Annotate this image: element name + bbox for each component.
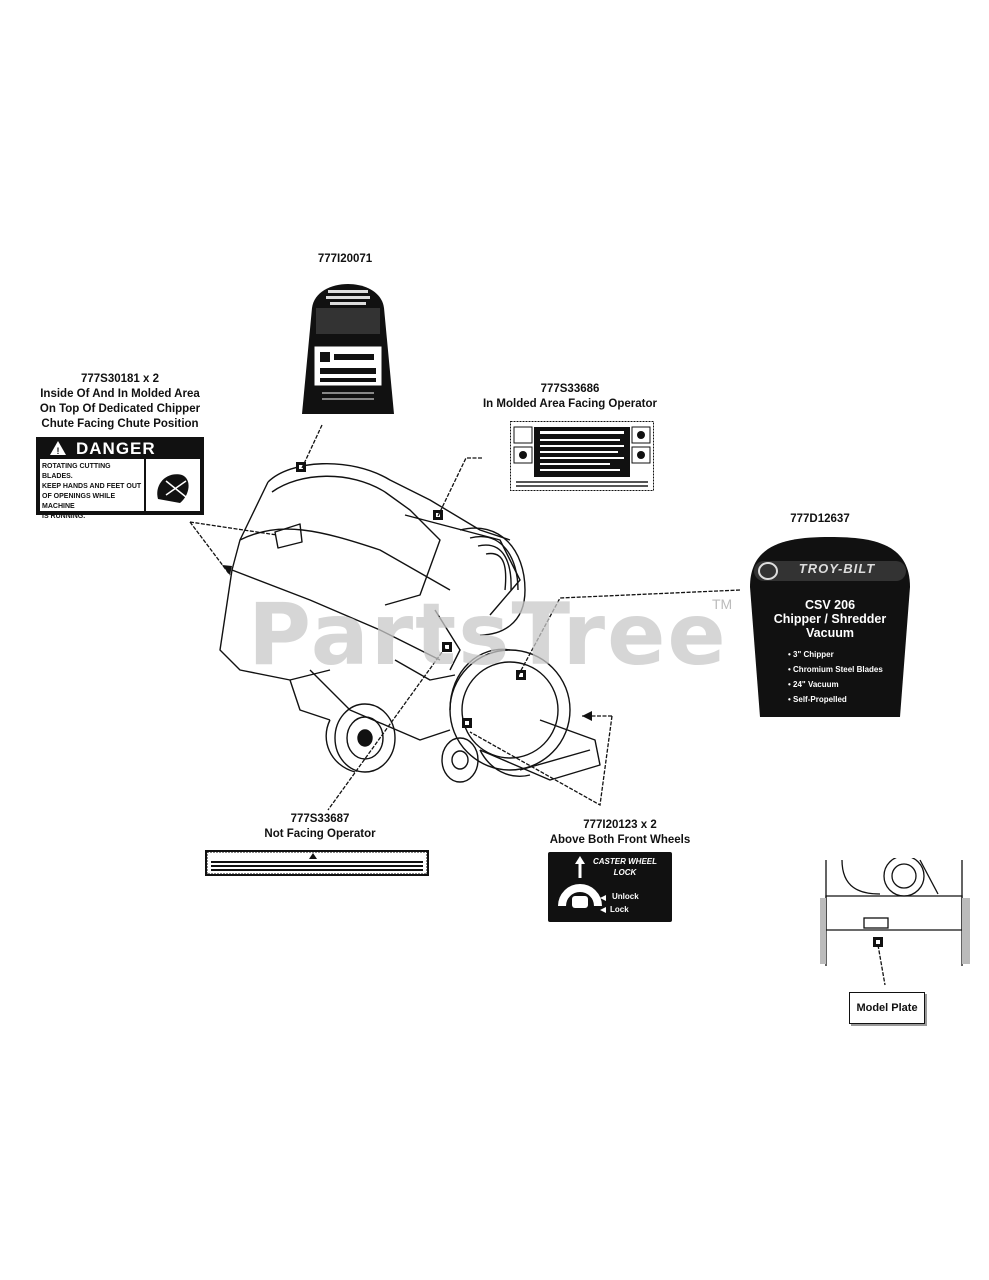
feature-item: • 3" Chipper — [788, 650, 834, 659]
danger-line: OF OPENINGS WHILE MACHINE — [42, 493, 116, 510]
decal-danger: ! — [36, 437, 204, 515]
svg-text:!: ! — [57, 446, 60, 456]
danger-text: ROTATING CUTTING BLADES. KEEP HANDS AND … — [42, 462, 142, 522]
troybilt-brand: TROY-BILT — [798, 561, 876, 576]
part-number: 777I20071 — [317, 253, 373, 265]
decal-777D12637 — [750, 537, 910, 717]
location-line: Above Both Front Wheels — [549, 834, 691, 846]
label-777S30181: 777S30181 x 2 Inside Of And In Molded Ar… — [20, 372, 220, 432]
location-line: Not Facing Operator — [264, 828, 376, 840]
feature-item: • Chromium Steel Blades — [788, 665, 883, 674]
caster-title-line: CASTER WHEEL — [593, 857, 657, 866]
location-line: Inside Of And In Molded Area — [40, 388, 200, 400]
decal-777S33687 — [205, 850, 429, 876]
danger-line: KEEP HANDS AND FEET OUT — [42, 483, 142, 490]
label-777S33686: 777S33686 In Molded Area Facing Operator — [470, 382, 670, 412]
location-line: In Molded Area Facing Operator — [482, 398, 658, 410]
label-777S33687: 777S33687 Not Facing Operator — [220, 812, 420, 842]
part-number: 777I20123 x 2 — [583, 819, 657, 831]
model-line: CSV 206 — [804, 598, 856, 612]
caster-unlock-label: Unlock — [612, 892, 639, 901]
label-777I20123: 777I20123 x 2 Above Both Front Wheels — [510, 818, 730, 848]
caster-lock-label: Lock — [610, 905, 629, 914]
location-line: On Top Of Dedicated Chipper — [39, 403, 201, 415]
part-number: 777S30181 x 2 — [80, 373, 160, 385]
model-line: Chipper / Shredder — [773, 612, 887, 626]
caster-title: CASTER WHEEL LOCK — [585, 856, 665, 878]
model-plate-label: Model Plate — [849, 992, 925, 1024]
caster-title-line: LOCK — [613, 868, 637, 877]
troybilt-features: • 3" Chipper • Chromium Steel Blades • 2… — [788, 647, 898, 707]
part-number: 777D12637 — [790, 513, 850, 525]
danger-title: DANGER — [76, 439, 156, 458]
chipper-shredder-drawing — [219, 462, 601, 783]
part-number: 777S33686 — [540, 383, 600, 395]
feature-item: • Self-Propelled — [788, 695, 847, 704]
feature-item: • 24" Vacuum — [788, 680, 839, 689]
danger-line: IS RUNNING. — [42, 513, 86, 520]
decal-777S33686 — [510, 421, 654, 491]
model-line: Vacuum — [806, 626, 854, 640]
danger-line: ROTATING CUTTING BLADES. — [42, 463, 111, 480]
model-plate-inset-drawing — [820, 858, 970, 966]
label-777I20071: 777I20071 — [290, 252, 400, 267]
decal-777I20123 — [548, 852, 672, 922]
watermark: PartsTree — [248, 585, 728, 685]
decal-777I20071 — [302, 284, 394, 414]
label-777D12637: 777D12637 — [760, 512, 880, 527]
troybilt-model: CSV 206 Chipper / Shredder Vacuum — [752, 598, 908, 640]
trademark-symbol: TM — [712, 596, 733, 612]
location-line: Chute Facing Chute Position — [41, 418, 199, 430]
part-number: 777S33687 — [290, 813, 350, 825]
